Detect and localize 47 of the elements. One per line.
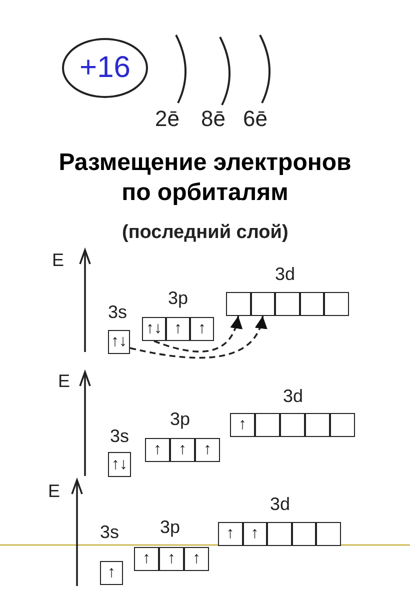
sublevel-label: 3s bbox=[108, 302, 128, 323]
sublevel-label: 3p bbox=[168, 288, 188, 309]
orbital-cell bbox=[300, 292, 324, 316]
sublevel-label: 3p bbox=[170, 409, 190, 430]
orbital-cell: ↑ bbox=[159, 547, 184, 571]
orbital-cell: ↑ bbox=[170, 438, 195, 462]
sublevel-label: 3s bbox=[110, 426, 130, 447]
orbital-cell: ↑ bbox=[100, 561, 123, 585]
sublevel-label: 3p bbox=[160, 517, 180, 538]
axis-label: E bbox=[52, 250, 64, 271]
orbital-cell: ↑ bbox=[195, 438, 220, 462]
orbital-cell: ↑ bbox=[134, 547, 159, 571]
orbital-cell: ↑ bbox=[145, 438, 170, 462]
orbital-cell: ↑ bbox=[230, 413, 255, 437]
orbital-cell bbox=[324, 292, 348, 316]
transition-arrow bbox=[130, 316, 266, 359]
title: Размещение электронов по орбиталям bbox=[58, 148, 352, 208]
orbital-cell: ↑↓ bbox=[142, 317, 166, 341]
nucleus-circle: +16 bbox=[62, 38, 148, 98]
orbital-cell: ↑ bbox=[184, 547, 209, 571]
subtitle: (последний слой) bbox=[122, 222, 288, 244]
orbital-cell bbox=[267, 522, 292, 546]
axis-label: E bbox=[58, 371, 70, 392]
orbital-cell bbox=[275, 292, 300, 316]
orbital-cell bbox=[330, 413, 355, 437]
axis-label: E bbox=[48, 481, 60, 502]
shell-electron-count: 8ē bbox=[201, 106, 226, 132]
orbital-cell bbox=[316, 522, 340, 546]
orbital-cell: ↑ bbox=[190, 317, 214, 341]
orbital-cell bbox=[250, 292, 275, 316]
orbital-cell bbox=[292, 522, 316, 546]
orbital-cell: ↑ bbox=[242, 522, 267, 546]
orbital-cell bbox=[305, 413, 330, 437]
orbital-cell: ↑ bbox=[166, 317, 190, 341]
sublevel-label: 3d bbox=[275, 264, 296, 285]
orbital-cell: ↑↓ bbox=[108, 330, 130, 354]
shell-electron-count: 2ē bbox=[155, 106, 180, 132]
sublevel-label: 3d bbox=[283, 386, 304, 407]
orbital-cell bbox=[255, 413, 280, 437]
sublevel-label: 3s bbox=[100, 522, 120, 543]
orbital-cell bbox=[226, 292, 250, 316]
orbital-cell: ↑↓ bbox=[108, 452, 131, 477]
orbital-cell: ↑ bbox=[218, 522, 242, 546]
transition-arrow bbox=[154, 316, 242, 352]
shell-electron-count: 6ē bbox=[243, 106, 268, 132]
sublevel-label: 3d bbox=[270, 494, 290, 515]
orbital-cell bbox=[280, 413, 305, 437]
